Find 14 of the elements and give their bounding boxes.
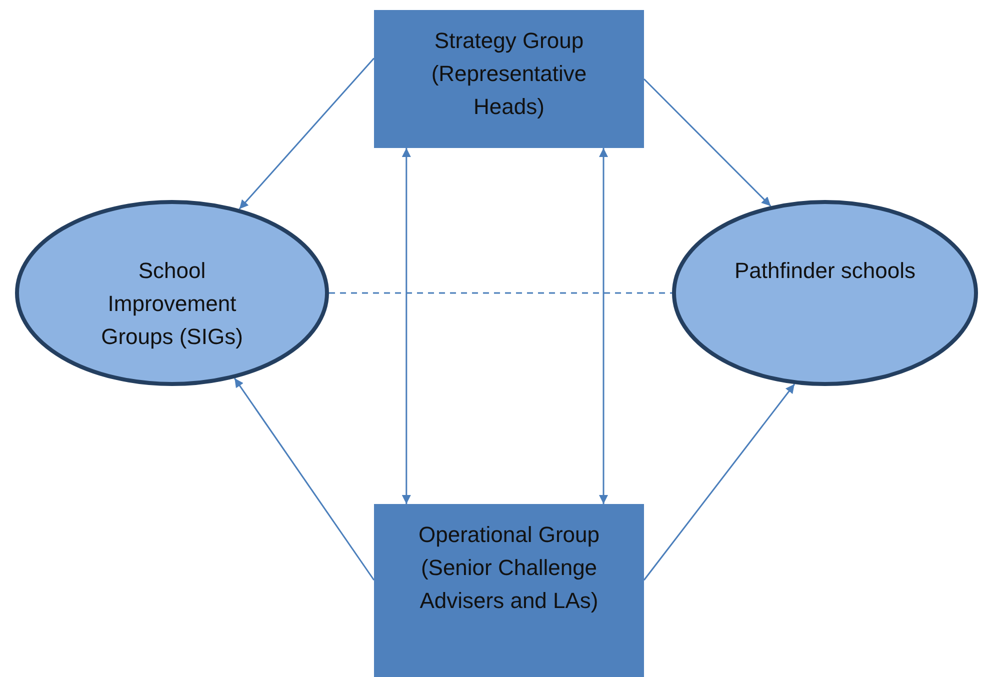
group-ellipse bbox=[15, 200, 329, 386]
arrow bbox=[234, 378, 375, 581]
group-box bbox=[374, 10, 644, 148]
node-label: Strategy Group (Representative Heads) bbox=[430, 27, 588, 121]
group-box bbox=[374, 504, 644, 677]
arrow bbox=[599, 148, 608, 504]
arrow bbox=[238, 58, 375, 210]
node-label: Operational Group (Senior Challenge Advisers and LAs) bbox=[418, 521, 600, 615]
group-ellipse bbox=[672, 200, 978, 386]
node-label: Pathfinder schools bbox=[734, 257, 916, 285]
arrow bbox=[643, 78, 772, 207]
arrow bbox=[402, 148, 411, 504]
arrow bbox=[643, 384, 796, 581]
node-label: School Improvement Groups (SIGs) bbox=[100, 257, 244, 351]
